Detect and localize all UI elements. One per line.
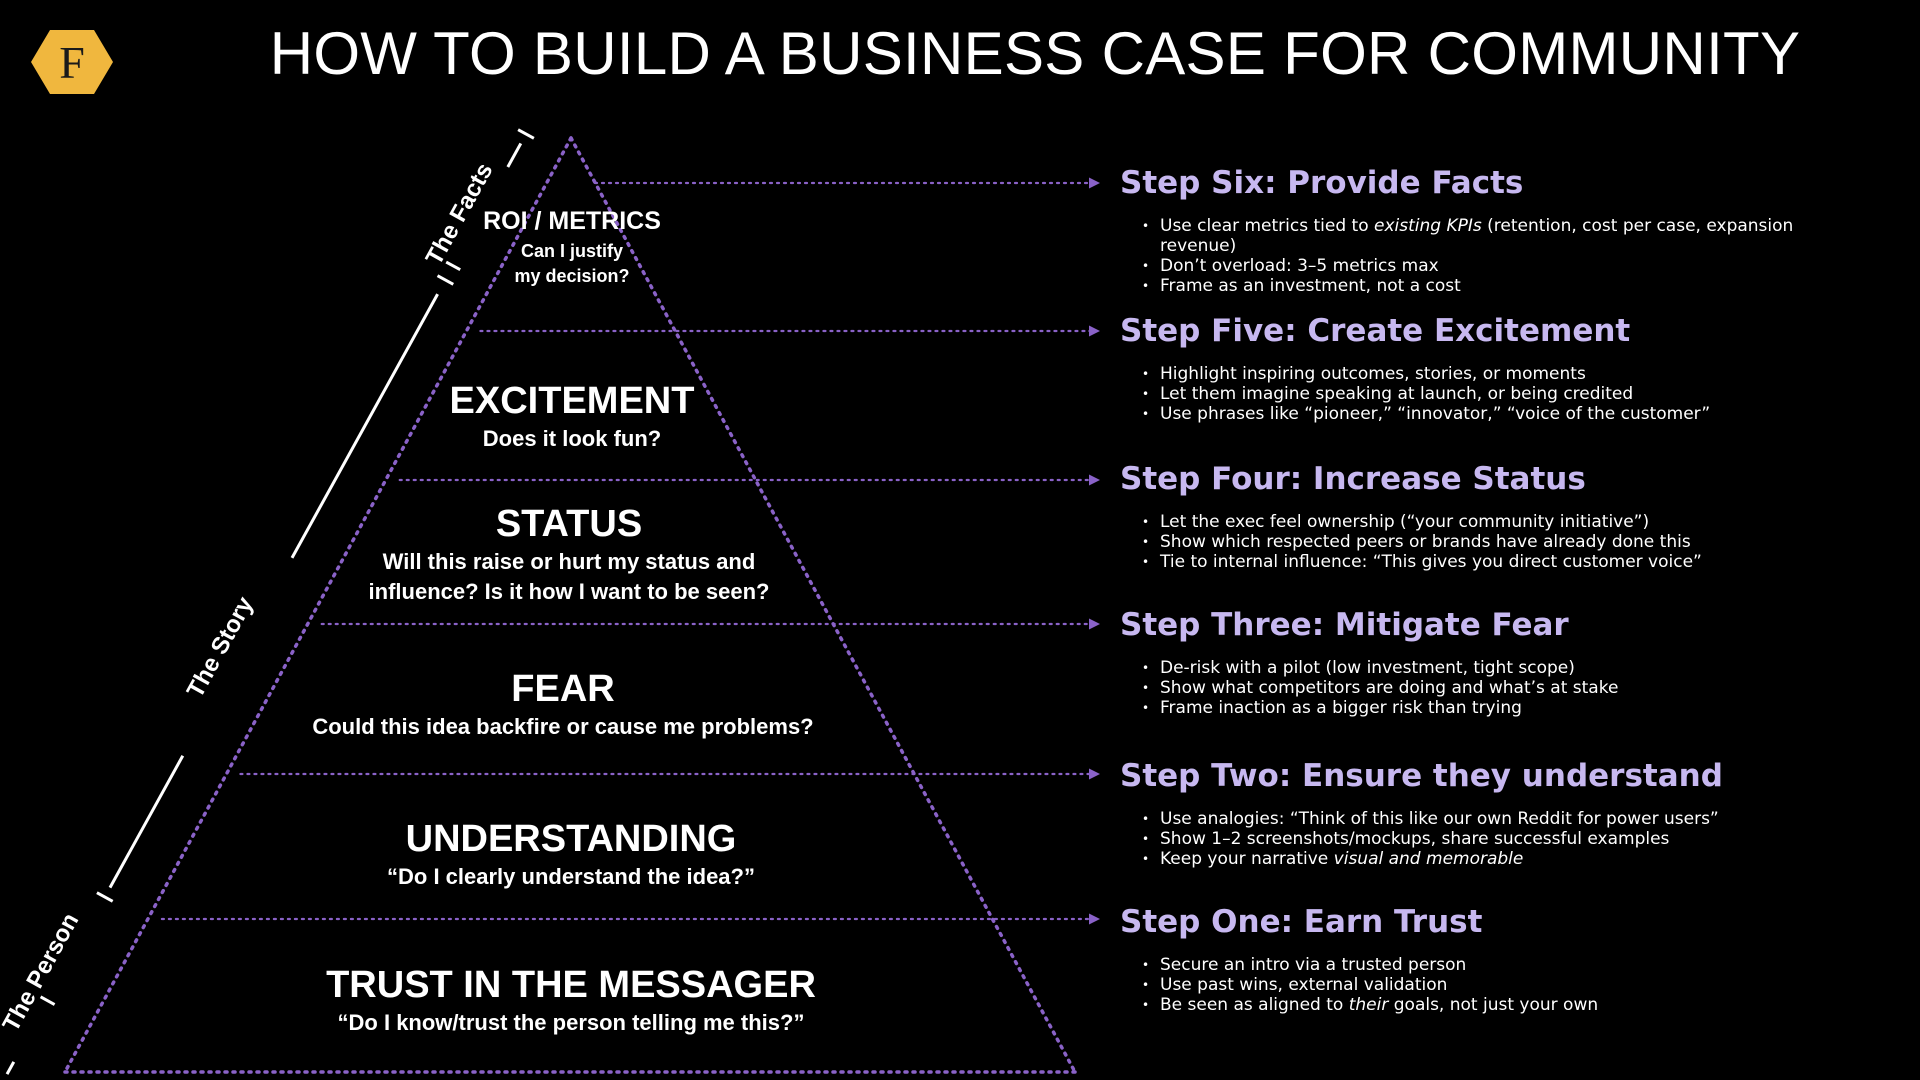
axis-segment-person bbox=[5, 1061, 16, 1075]
pyramid-right-edge bbox=[569, 136, 1077, 1074]
list-item: Show what competitors are doing and what… bbox=[1142, 678, 1840, 698]
axis-tick-top bbox=[517, 128, 535, 140]
brand-logo-icon: F bbox=[31, 30, 113, 94]
list-item: Use phrases like “pioneer,” “innovator,”… bbox=[1142, 404, 1840, 424]
list-item: Use analogies: “Think of this like our o… bbox=[1142, 809, 1840, 829]
step-five: Step Five: Create Excitement Highlight i… bbox=[1120, 314, 1840, 424]
step-title: Step One: Earn Trust bbox=[1120, 904, 1483, 940]
level-question: “Do I clearly understand the idea?” bbox=[387, 863, 755, 889]
axis-tick-facts-story bbox=[436, 274, 455, 286]
level-name: ROI / METRICS bbox=[483, 207, 661, 235]
level-name: TRUST IN THE MESSAGER bbox=[326, 964, 816, 1006]
level-excitement: EXCITEMENT Does it look fun? bbox=[362, 380, 782, 454]
pyramid-left-edge bbox=[63, 136, 573, 1074]
level-name: STATUS bbox=[495, 503, 643, 545]
list-item: Use clear metrics tied to existing KPIs … bbox=[1142, 216, 1840, 256]
step-three: Step Three: Mitigate Fear De-risk with a… bbox=[1120, 608, 1840, 718]
axis-tick-bottom bbox=[39, 995, 56, 1006]
step-two: Step Two: Ensure they understand Use ana… bbox=[1120, 759, 1840, 869]
step-title: Step Three: Mitigate Fear bbox=[1120, 607, 1569, 643]
step-bullets: De-risk with a pilot (low investment, ti… bbox=[1120, 658, 1840, 718]
level-question: Can I justify my decision? bbox=[514, 241, 630, 286]
list-item: Be seen as aligned to their goals, not j… bbox=[1142, 995, 1840, 1015]
pyramid-outline bbox=[63, 136, 1077, 1074]
level-name: FEAR bbox=[511, 668, 615, 710]
level-question: Could this idea backfire or cause me pro… bbox=[312, 713, 814, 739]
arrow-head-icon bbox=[1089, 177, 1100, 189]
list-item: Secure an intro via a trusted person bbox=[1142, 955, 1840, 975]
level-question: “Do I know/trust the person telling me t… bbox=[337, 1009, 805, 1035]
step-six: Step Six: Provide Facts Use clear metric… bbox=[1120, 166, 1840, 296]
axis-segment-story-top bbox=[290, 293, 439, 559]
step-title: Step Five: Create Excitement bbox=[1120, 313, 1631, 349]
list-item: Highlight inspiring outcomes, stories, o… bbox=[1142, 364, 1840, 384]
axis-label-person: The Person bbox=[0, 909, 84, 1036]
level-question: Will this raise or hurt my status and in… bbox=[368, 548, 770, 605]
step-bullets: Secure an intro via a trusted person Use… bbox=[1120, 955, 1840, 1015]
level-question: Does it look fun? bbox=[482, 425, 662, 451]
level-name: UNDERSTANDING bbox=[405, 818, 737, 860]
list-item: Tie to internal influence: “This gives y… bbox=[1142, 552, 1840, 572]
list-item: Keep your narrative visual and memorable bbox=[1142, 849, 1840, 869]
list-item: Frame inaction as a bigger risk than try… bbox=[1142, 698, 1840, 718]
axis-segment-story-bottom bbox=[108, 754, 185, 889]
list-item: Use past wins, external validation bbox=[1142, 975, 1840, 995]
arrow-head-icon bbox=[1089, 618, 1100, 630]
axis-tick-facts-story-2 bbox=[445, 260, 461, 272]
level-understanding: UNDERSTANDING “Do I clearly understand t… bbox=[251, 818, 891, 892]
list-item: Don’t overload: 3–5 metrics max bbox=[1142, 256, 1840, 276]
list-item: De-risk with a pilot (low investment, ti… bbox=[1142, 658, 1840, 678]
step-title: Step Four: Increase Status bbox=[1120, 461, 1586, 497]
arrow-head-icon bbox=[1089, 913, 1100, 925]
page-title: HOW TO BUILD A BUSINESS CASE FOR COMMUNI… bbox=[269, 20, 1801, 87]
arrow-head-icon bbox=[1089, 474, 1100, 486]
list-item: Let the exec feel ownership (“your commu… bbox=[1142, 512, 1840, 532]
level-name: EXCITEMENT bbox=[449, 380, 695, 422]
level-fear: FEAR Could this idea backfire or cause m… bbox=[243, 668, 883, 742]
step-four: Step Four: Increase Status Let the exec … bbox=[1120, 462, 1840, 572]
logo-letter: F bbox=[59, 37, 85, 88]
list-item: Let them imagine speaking at launch, or … bbox=[1142, 384, 1840, 404]
level-status: STATUS Will this raise or hurt my status… bbox=[334, 503, 804, 608]
pyramid-dividers bbox=[160, 177, 1100, 925]
step-title: Step Two: Ensure they understand bbox=[1120, 758, 1723, 794]
list-item: Show which respected peers or brands hav… bbox=[1142, 532, 1840, 552]
arrow-head-icon bbox=[1089, 325, 1100, 337]
level-trust: TRUST IN THE MESSAGER “Do I know/trust t… bbox=[191, 964, 951, 1038]
logo-hexagon bbox=[31, 30, 113, 94]
step-bullets: Use clear metrics tied to existing KPIs … bbox=[1120, 216, 1840, 296]
arrow-head-icon bbox=[1089, 768, 1100, 780]
step-one: Step One: Earn Trust Secure an intro via… bbox=[1120, 905, 1840, 1015]
list-item: Frame as an investment, not a cost bbox=[1142, 276, 1840, 296]
axis-segment-facts bbox=[506, 142, 523, 168]
list-item: Show 1–2 screenshots/mockups, share succ… bbox=[1142, 829, 1840, 849]
step-title: Step Six: Provide Facts bbox=[1120, 165, 1524, 201]
level-roi-metrics: ROI / METRICS Can I justify my decision? bbox=[482, 206, 662, 288]
step-bullets: Highlight inspiring outcomes, stories, o… bbox=[1120, 364, 1840, 424]
step-bullets: Let the exec feel ownership (“your commu… bbox=[1120, 512, 1840, 572]
axis-tick-story-person bbox=[96, 891, 114, 903]
step-bullets: Use analogies: “Think of this like our o… bbox=[1120, 809, 1840, 869]
